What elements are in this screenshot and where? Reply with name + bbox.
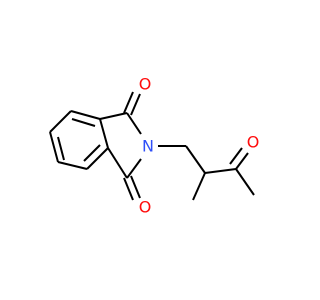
bond-c1-o-1 [123,91,134,114]
bond-ring-1 [70,110,101,120]
oxygen-atom-ketone: O [247,133,260,152]
bond-ketone-c-o-2 [229,147,243,165]
side-chain [158,145,255,201]
oxygen-atom-bottom: O [139,198,152,217]
nitrogen-atom: N [142,137,154,156]
bond-ring-3-inner [57,136,65,161]
molecule-structure-diagram: O O N O [0,0,300,300]
bond-c3-ring [107,147,128,179]
bond-ring-1-inner [71,118,96,127]
bond-ch2-ch [185,145,206,174]
bond-n-c3 [126,158,142,179]
oxygen-atom-top: O [139,75,152,94]
bond-ring-5 [86,147,109,170]
bond-ch-methyl [192,172,206,201]
bond-ketone-c-methyl [235,168,255,196]
imide-carbonyls [123,91,141,201]
bond-c3-o-1 [123,177,134,201]
bond-c1-n [126,112,142,135]
diagram-background [0,0,300,300]
benzene-ring [49,110,109,170]
bond-ring-5-inner [83,144,101,162]
bond-c3-o-2 [130,175,141,199]
bond-ring-4 [57,161,88,170]
bond-c1-ring [99,112,128,120]
bond-ring-2 [49,110,72,133]
bond-c1-o-2 [130,93,141,116]
bond-ketone-c-o-1 [235,152,249,170]
bond-ch-ketone-c [204,168,237,174]
bond-ring-3 [49,131,59,163]
imide-ring [99,112,142,179]
bond-ring-6 [99,118,109,149]
